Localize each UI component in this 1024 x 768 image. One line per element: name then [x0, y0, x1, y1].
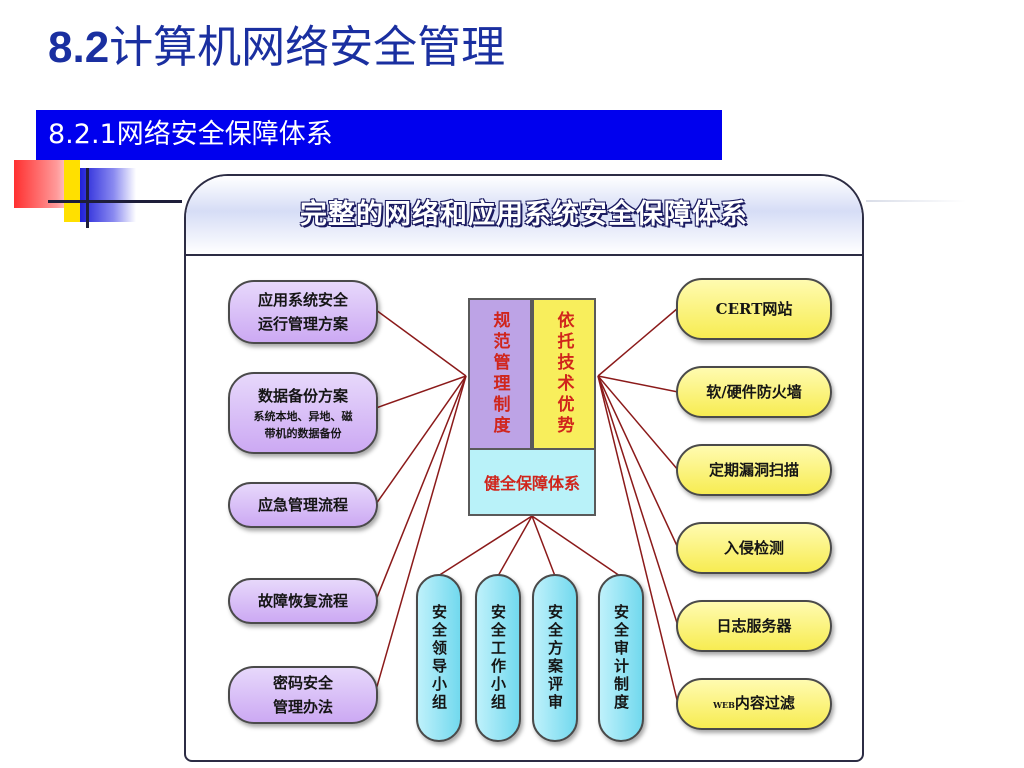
pill-line: 应用系统安全	[257, 291, 348, 309]
pill-line: 故障恢复流程	[257, 592, 348, 610]
connector-right-2	[597, 375, 679, 393]
connector-bottom-2	[497, 515, 533, 577]
security-plan-review-pill: 安全方案评审	[532, 574, 578, 742]
pill-line: 管理办法	[272, 698, 333, 716]
connector-right-3	[597, 375, 679, 471]
pill-line: 数据备份方案	[257, 387, 348, 405]
connector-right-1	[597, 307, 679, 377]
fault-recovery-process-pill: 故障恢复流程	[228, 578, 378, 624]
core-management-rules: 规范管理制度	[468, 298, 532, 450]
connector-right-5	[597, 375, 679, 627]
connector-left-3	[375, 375, 467, 505]
pill-line: 软/硬件防火墙	[706, 383, 802, 401]
vulnerability-scan-pill: 定期漏洞扫描	[676, 444, 832, 496]
connector-right-4	[597, 375, 679, 549]
diagram-header: 完整的网络和应用系统安全保障体系	[186, 176, 862, 256]
firewall-pill: 软/硬件防火墙	[676, 366, 832, 418]
connector-left-4	[375, 375, 467, 601]
decoration-vertical-line	[86, 168, 89, 228]
slide-title: 8.2计算机网络安全管理	[48, 20, 505, 76]
connector-bottom-3	[531, 515, 556, 577]
pill-line: 密码安全	[272, 674, 333, 692]
pill-line: 日志服务器	[716, 617, 792, 635]
web-tag: WEB	[713, 700, 735, 710]
security-audit-system-pill: 安全审计制度	[598, 574, 644, 742]
connector-left-1	[375, 309, 467, 377]
pill-line: 定期漏洞扫描	[708, 461, 799, 479]
data-backup-plan-pill: 数据备份方案 系统本地、异地、磁 带机的数据备份	[228, 372, 378, 454]
connector-bottom-4	[531, 515, 621, 577]
password-policy-pill: 密码安全 管理办法	[228, 666, 378, 724]
pill-line: 运行管理方案	[257, 315, 348, 333]
title-text: 计算机网络安全管理	[109, 22, 506, 73]
core-technical-advantage: 依托技术优势	[532, 298, 596, 450]
pill-line: 系统本地、异地、磁	[253, 410, 353, 423]
security-work-group-pill: 安全工作小组	[475, 574, 521, 742]
decoration-fade-line	[866, 200, 966, 202]
decoration-horizontal-line	[48, 200, 182, 203]
pill-line: 应急管理流程	[257, 496, 348, 514]
security-leadership-group-pill: 安全领导小组	[416, 574, 462, 742]
emergency-process-pill: 应急管理流程	[228, 482, 378, 528]
connector-right-6	[597, 375, 679, 705]
web-content-filter-pill: WEB内容过滤	[676, 678, 832, 730]
decoration-blue-square	[80, 168, 136, 222]
connector-left-5	[375, 375, 467, 691]
pill-line: CERT网站	[715, 300, 793, 318]
decoration-yellow-bar	[64, 160, 80, 222]
title-number: 8.2	[48, 23, 110, 72]
section-subtitle-bar: 8.2.1网络安全保障体系	[36, 110, 722, 160]
log-server-pill: 日志服务器	[676, 600, 832, 652]
connector-left-2	[375, 375, 467, 409]
pill-line: 带机的数据备份	[264, 427, 342, 440]
cert-website-pill: CERT网站	[676, 278, 832, 340]
intrusion-detection-pill: 入侵检测	[676, 522, 832, 574]
app-security-plan-pill: 应用系统安全 运行管理方案	[228, 280, 378, 344]
pill-line: 入侵检测	[723, 539, 784, 557]
web-filter-text: 内容过滤	[734, 694, 795, 712]
core-assurance-system: 健全保障体系	[468, 450, 596, 516]
connector-bottom-1	[437, 515, 533, 577]
pill-line: WEB内容过滤	[713, 692, 795, 716]
